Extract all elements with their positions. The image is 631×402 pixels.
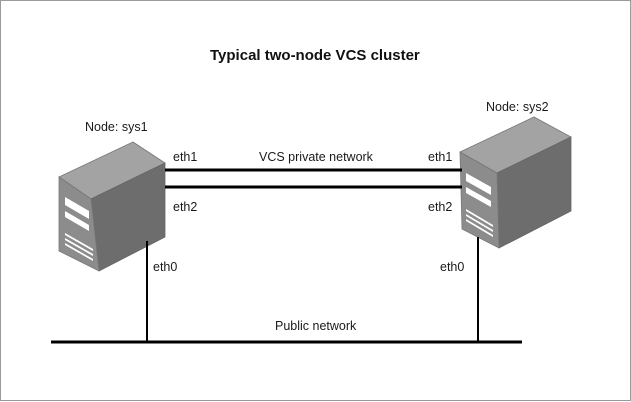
sys1-eth1-label: eth1 bbox=[173, 150, 198, 164]
sys2-eth2-label: eth2 bbox=[428, 200, 453, 214]
sys2-eth1-label: eth1 bbox=[428, 150, 453, 164]
sys1-eth0-label: eth0 bbox=[153, 260, 178, 274]
diagram-title: Typical two-node VCS cluster bbox=[210, 47, 420, 64]
sys2-eth0-label: eth0 bbox=[440, 260, 465, 274]
node-sys1-label: Node: sys1 bbox=[85, 120, 148, 134]
public-network-label: Public network bbox=[275, 319, 357, 333]
sys1-eth2-label: eth2 bbox=[173, 200, 198, 214]
server-sys2-icon bbox=[459, 116, 572, 249]
server-sys1-icon bbox=[58, 141, 166, 272]
private-network-label: VCS private network bbox=[259, 150, 373, 164]
node-sys2-label: Node: sys2 bbox=[486, 100, 549, 114]
